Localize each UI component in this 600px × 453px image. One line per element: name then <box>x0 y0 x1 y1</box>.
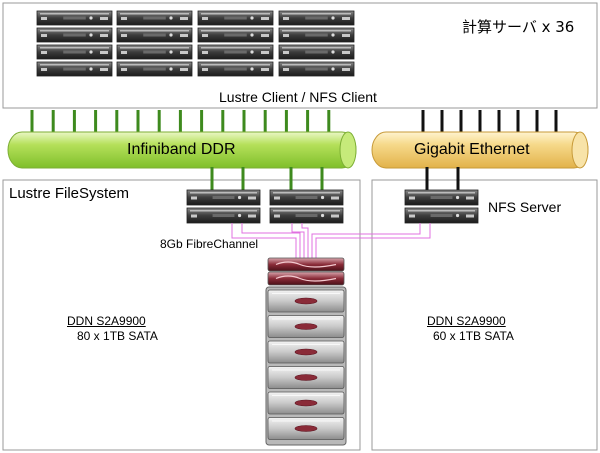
oss-server-1 <box>186 189 261 206</box>
infiniband-bus <box>7 131 357 169</box>
gigabit-ethernet-label: Gigabit Ethernet <box>414 141 530 158</box>
compute-server-grid <box>36 10 355 77</box>
compute-server-14 <box>116 61 193 77</box>
ethernet-links-compute <box>421 110 558 133</box>
client-label: Lustre Client / NFS Client <box>219 89 377 105</box>
compute-server-16 <box>278 61 355 77</box>
fc-link-6 <box>315 223 431 262</box>
compute-server-13 <box>36 61 113 77</box>
nfs-server-2 <box>404 207 479 224</box>
compute-server-11 <box>197 44 274 60</box>
nfs-server-1 <box>404 189 479 206</box>
lustre-storage-model: DDN S2A9900 <box>67 314 146 328</box>
ddn-disk-enclosure-3 <box>267 340 345 364</box>
lustre-filesystem-title: Lustre FileSystem <box>9 185 130 202</box>
compute-server-1 <box>36 10 113 26</box>
compute-server-12 <box>278 44 355 60</box>
compute-server-9 <box>36 44 113 60</box>
fc-link-4 <box>301 223 309 262</box>
compute-server-7 <box>197 27 274 43</box>
nfs-storage-capacity: 60 x 1TB SATA <box>433 329 514 343</box>
fc-link-5 <box>311 223 421 262</box>
compute-server-8 <box>278 27 355 43</box>
gigabit-ethernet-bus <box>371 131 589 169</box>
infiniband-links-compute <box>30 110 331 133</box>
compute-servers-label: 計算サーバ x 36 <box>462 18 575 36</box>
infiniband-links-oss <box>210 167 324 191</box>
ethernet-links-nfs <box>425 167 460 191</box>
ddn-controller-1 <box>267 257 345 272</box>
ddn-disk-enclosure-2 <box>267 315 345 338</box>
ddn-controller-2 <box>267 271 345 286</box>
ddn-disk-enclosure-1 <box>267 289 345 313</box>
compute-server-5 <box>36 27 113 43</box>
compute-server-2 <box>116 10 193 26</box>
fibrechannel-label: 8Gb FibreChannel <box>160 237 259 251</box>
lustre-oss-servers <box>186 189 344 224</box>
oss-server-4 <box>269 207 344 224</box>
nfs-server-area <box>371 179 598 451</box>
lustre-storage-capacity: 80 x 1TB SATA <box>77 329 158 343</box>
fc-link-3 <box>291 223 305 262</box>
fc-link-2 <box>241 223 301 262</box>
compute-server-3 <box>197 10 274 26</box>
nfs-server-title: NFS Server <box>488 199 562 215</box>
ddn-storage-array <box>265 257 347 446</box>
compute-server-15 <box>197 61 274 77</box>
infiniband-label: Infiniband DDR <box>127 141 236 158</box>
compute-server-6 <box>116 27 193 43</box>
nfs-storage-model: DDN S2A9900 <box>427 314 506 328</box>
nfs-server-units <box>404 189 479 224</box>
compute-server-4 <box>278 10 355 26</box>
oss-server-3 <box>269 189 344 206</box>
fibrechannel-links <box>231 223 431 262</box>
oss-server-2 <box>186 207 261 224</box>
ddn-disk-enclosure-4 <box>267 366 345 389</box>
fc-link-1 <box>231 223 297 262</box>
ddn-disk-enclosure-6 <box>267 417 345 440</box>
compute-server-10 <box>116 44 193 60</box>
ddn-disk-enclosure-5 <box>267 391 345 415</box>
